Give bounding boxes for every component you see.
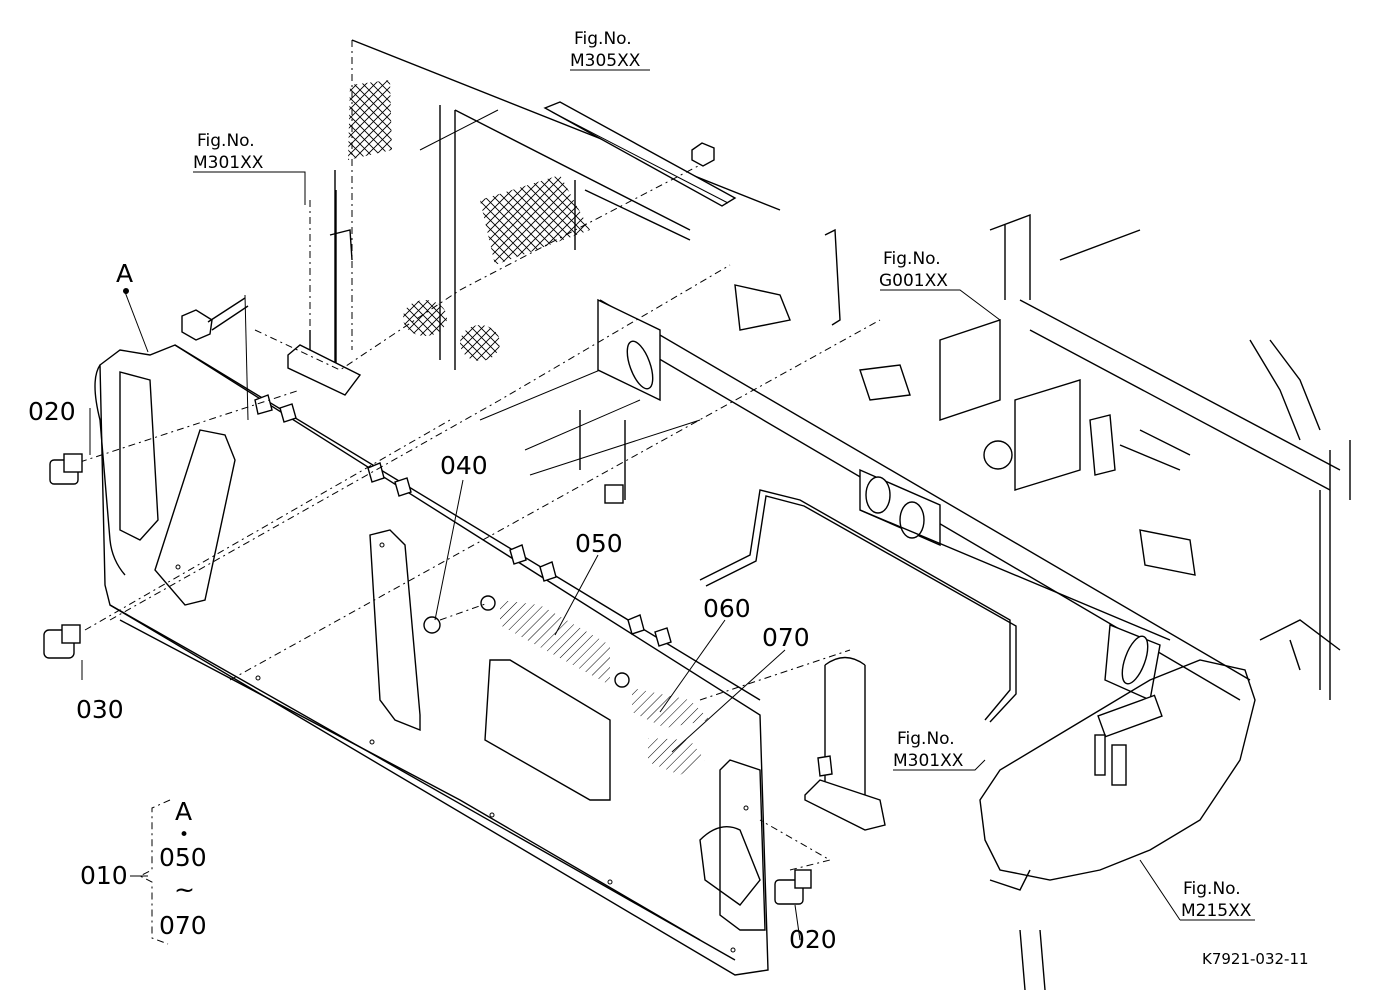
bolt-020-right [759, 819, 832, 905]
figure-ref-code: M301XX [893, 751, 964, 771]
figure-ref-m305: Fig.No. M305XX [570, 29, 641, 71]
figure-ref-m301-top: Fig.No. M301XX [193, 131, 264, 173]
figure-ref-code: M215XX [1181, 901, 1252, 921]
figure-ref-code: M301XX [193, 153, 264, 173]
callout-050: 050 [575, 529, 623, 558]
view-a-dot [123, 288, 129, 294]
figure-ref-label: Fig.No. [574, 29, 632, 49]
figure-ref-code: G001XX [879, 271, 948, 291]
figure-ref-label: Fig.No. [883, 249, 941, 269]
callout-020-right: 020 [789, 925, 837, 954]
figure-ref-m215: Fig.No. M215XX [1181, 879, 1252, 921]
legend-to: 070 [159, 911, 207, 940]
callout-view-a: A [116, 259, 133, 288]
figure-ref-label: Fig.No. [897, 729, 955, 749]
post-left [287, 190, 362, 396]
screw-040 [423, 602, 489, 634]
legend-from: 050 [159, 843, 207, 872]
bolt-030 [43, 419, 451, 659]
callout-020-left: 020 [28, 397, 76, 426]
center-lines [109, 164, 881, 701]
legend-tilde: ~ [174, 875, 195, 904]
figure-ref-g001: Fig.No. G001XX [879, 249, 948, 291]
legend-top: A [175, 797, 192, 826]
assembly-legend: 010 A • 050 ~ 070 [80, 797, 207, 945]
bolt-020-left [49, 389, 301, 485]
figure-ref-label: Fig.No. [1183, 879, 1241, 899]
figure-ref-label: Fig.No. [197, 131, 255, 151]
legend-dot: • [179, 825, 189, 845]
post-right [804, 656, 886, 831]
callout-030: 030 [76, 695, 124, 724]
leader-lines [81, 69, 1255, 941]
drawing-code: K7921-032-11 [1202, 950, 1309, 968]
callout-070: 070 [762, 623, 810, 652]
figure-ref-m301-bottom: Fig.No. M301XX [893, 729, 964, 771]
cab-frame-linework [329, 39, 1351, 991]
callout-010: 010 [80, 861, 128, 890]
figure-ref-code: M305XX [570, 51, 641, 71]
rear-panel [94, 344, 769, 976]
bolt-top-left [181, 294, 249, 421]
callout-060: 060 [703, 594, 751, 623]
callout-040: 040 [440, 451, 488, 480]
